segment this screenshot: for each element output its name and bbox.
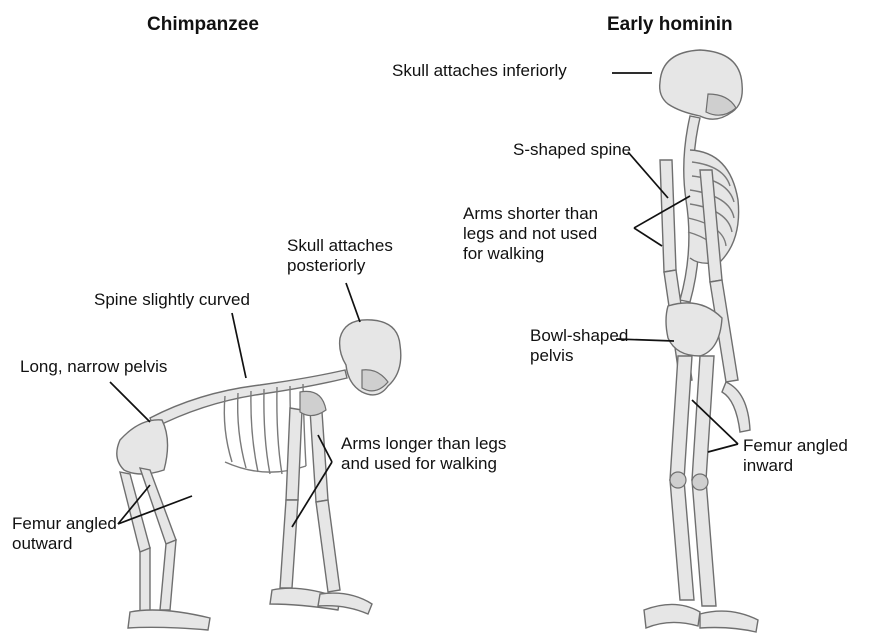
hominin-femur-label: Femur angled inward	[743, 436, 848, 476]
hominin-pelvis	[666, 303, 722, 356]
hominin-arms-label: Arms shorter than legs and not used for …	[463, 204, 598, 264]
hominin-femur-leader-2	[708, 444, 738, 452]
hominin-arm	[660, 160, 676, 272]
hominin-femur	[670, 356, 692, 480]
chimp-arm-near	[286, 408, 302, 500]
chimp-pelvis	[117, 420, 168, 474]
chimp-pelvis-leader	[110, 382, 150, 422]
hominin-skull-label: Skull attaches inferiorly	[392, 61, 567, 81]
chimp-arms-label: Arms longer than legs and used for walki…	[341, 434, 506, 474]
chimp-spine-label: Spine slightly curved	[94, 290, 250, 310]
chimp-spine-leader	[232, 313, 246, 378]
chimp-femur-label: Femur angled outward	[12, 514, 117, 554]
chimp-skull-label: Skull attaches posteriorly	[287, 236, 393, 276]
chimp-skull-leader	[346, 283, 360, 322]
hominin-arms-leader-2	[634, 228, 662, 246]
chimp-pelvis-label: Long, narrow pelvis	[20, 357, 167, 377]
hominin-spine-label: S-shaped spine	[513, 140, 631, 160]
hominin-pelvis-label: Bowl-shaped pelvis	[530, 326, 628, 366]
